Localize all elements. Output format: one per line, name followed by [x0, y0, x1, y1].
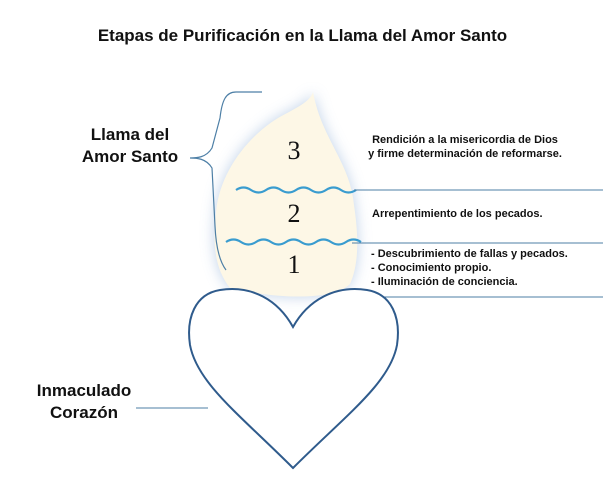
- wave-divider-upper: [235, 186, 357, 194]
- stage-2-description: Arrepentimiento de los pecados.: [372, 207, 602, 221]
- stage-1-line-3: - Iluminación de conciencia.: [371, 276, 518, 288]
- immaculate-heart: [188, 288, 399, 470]
- stage-1-number: 1: [287, 250, 301, 279]
- heart-label-line-1: Inmaculado: [36, 381, 132, 400]
- stage-3-line-1: Rendición a la misericordia de Dios: [372, 134, 558, 146]
- stage-3-line-2: y firme determinación de reformarse.: [368, 148, 562, 160]
- stage-3-number: 3: [287, 136, 301, 165]
- stage-1-line-2: - Conocimiento propio.: [371, 262, 492, 274]
- stage-1-line-1: - Descubrimiento de fallas y pecados.: [371, 248, 568, 260]
- stage-2-line-1: Arrepentimiento de los pecados.: [372, 208, 543, 220]
- stage-3-description: Rendición a la misericordia de Dios y fi…: [340, 133, 590, 161]
- flame-brace: [189, 91, 262, 271]
- flame-label: Llama del Amor Santo: [68, 124, 192, 168]
- heart-label-line-2: Corazón: [50, 403, 118, 422]
- stage-2-number: 2: [287, 199, 301, 228]
- heart-label: Inmaculado Corazón: [22, 380, 146, 424]
- flame-label-line-1: Llama del: [90, 125, 170, 144]
- stage-1-description: - Descubrimiento de fallas y pecados. - …: [371, 247, 603, 289]
- diagram-title: Etapas de Purificación en la Llama del A…: [97, 26, 508, 45]
- flame-label-line-2: Amor Santo: [81, 147, 179, 166]
- wave-divider-lower: [225, 238, 362, 246]
